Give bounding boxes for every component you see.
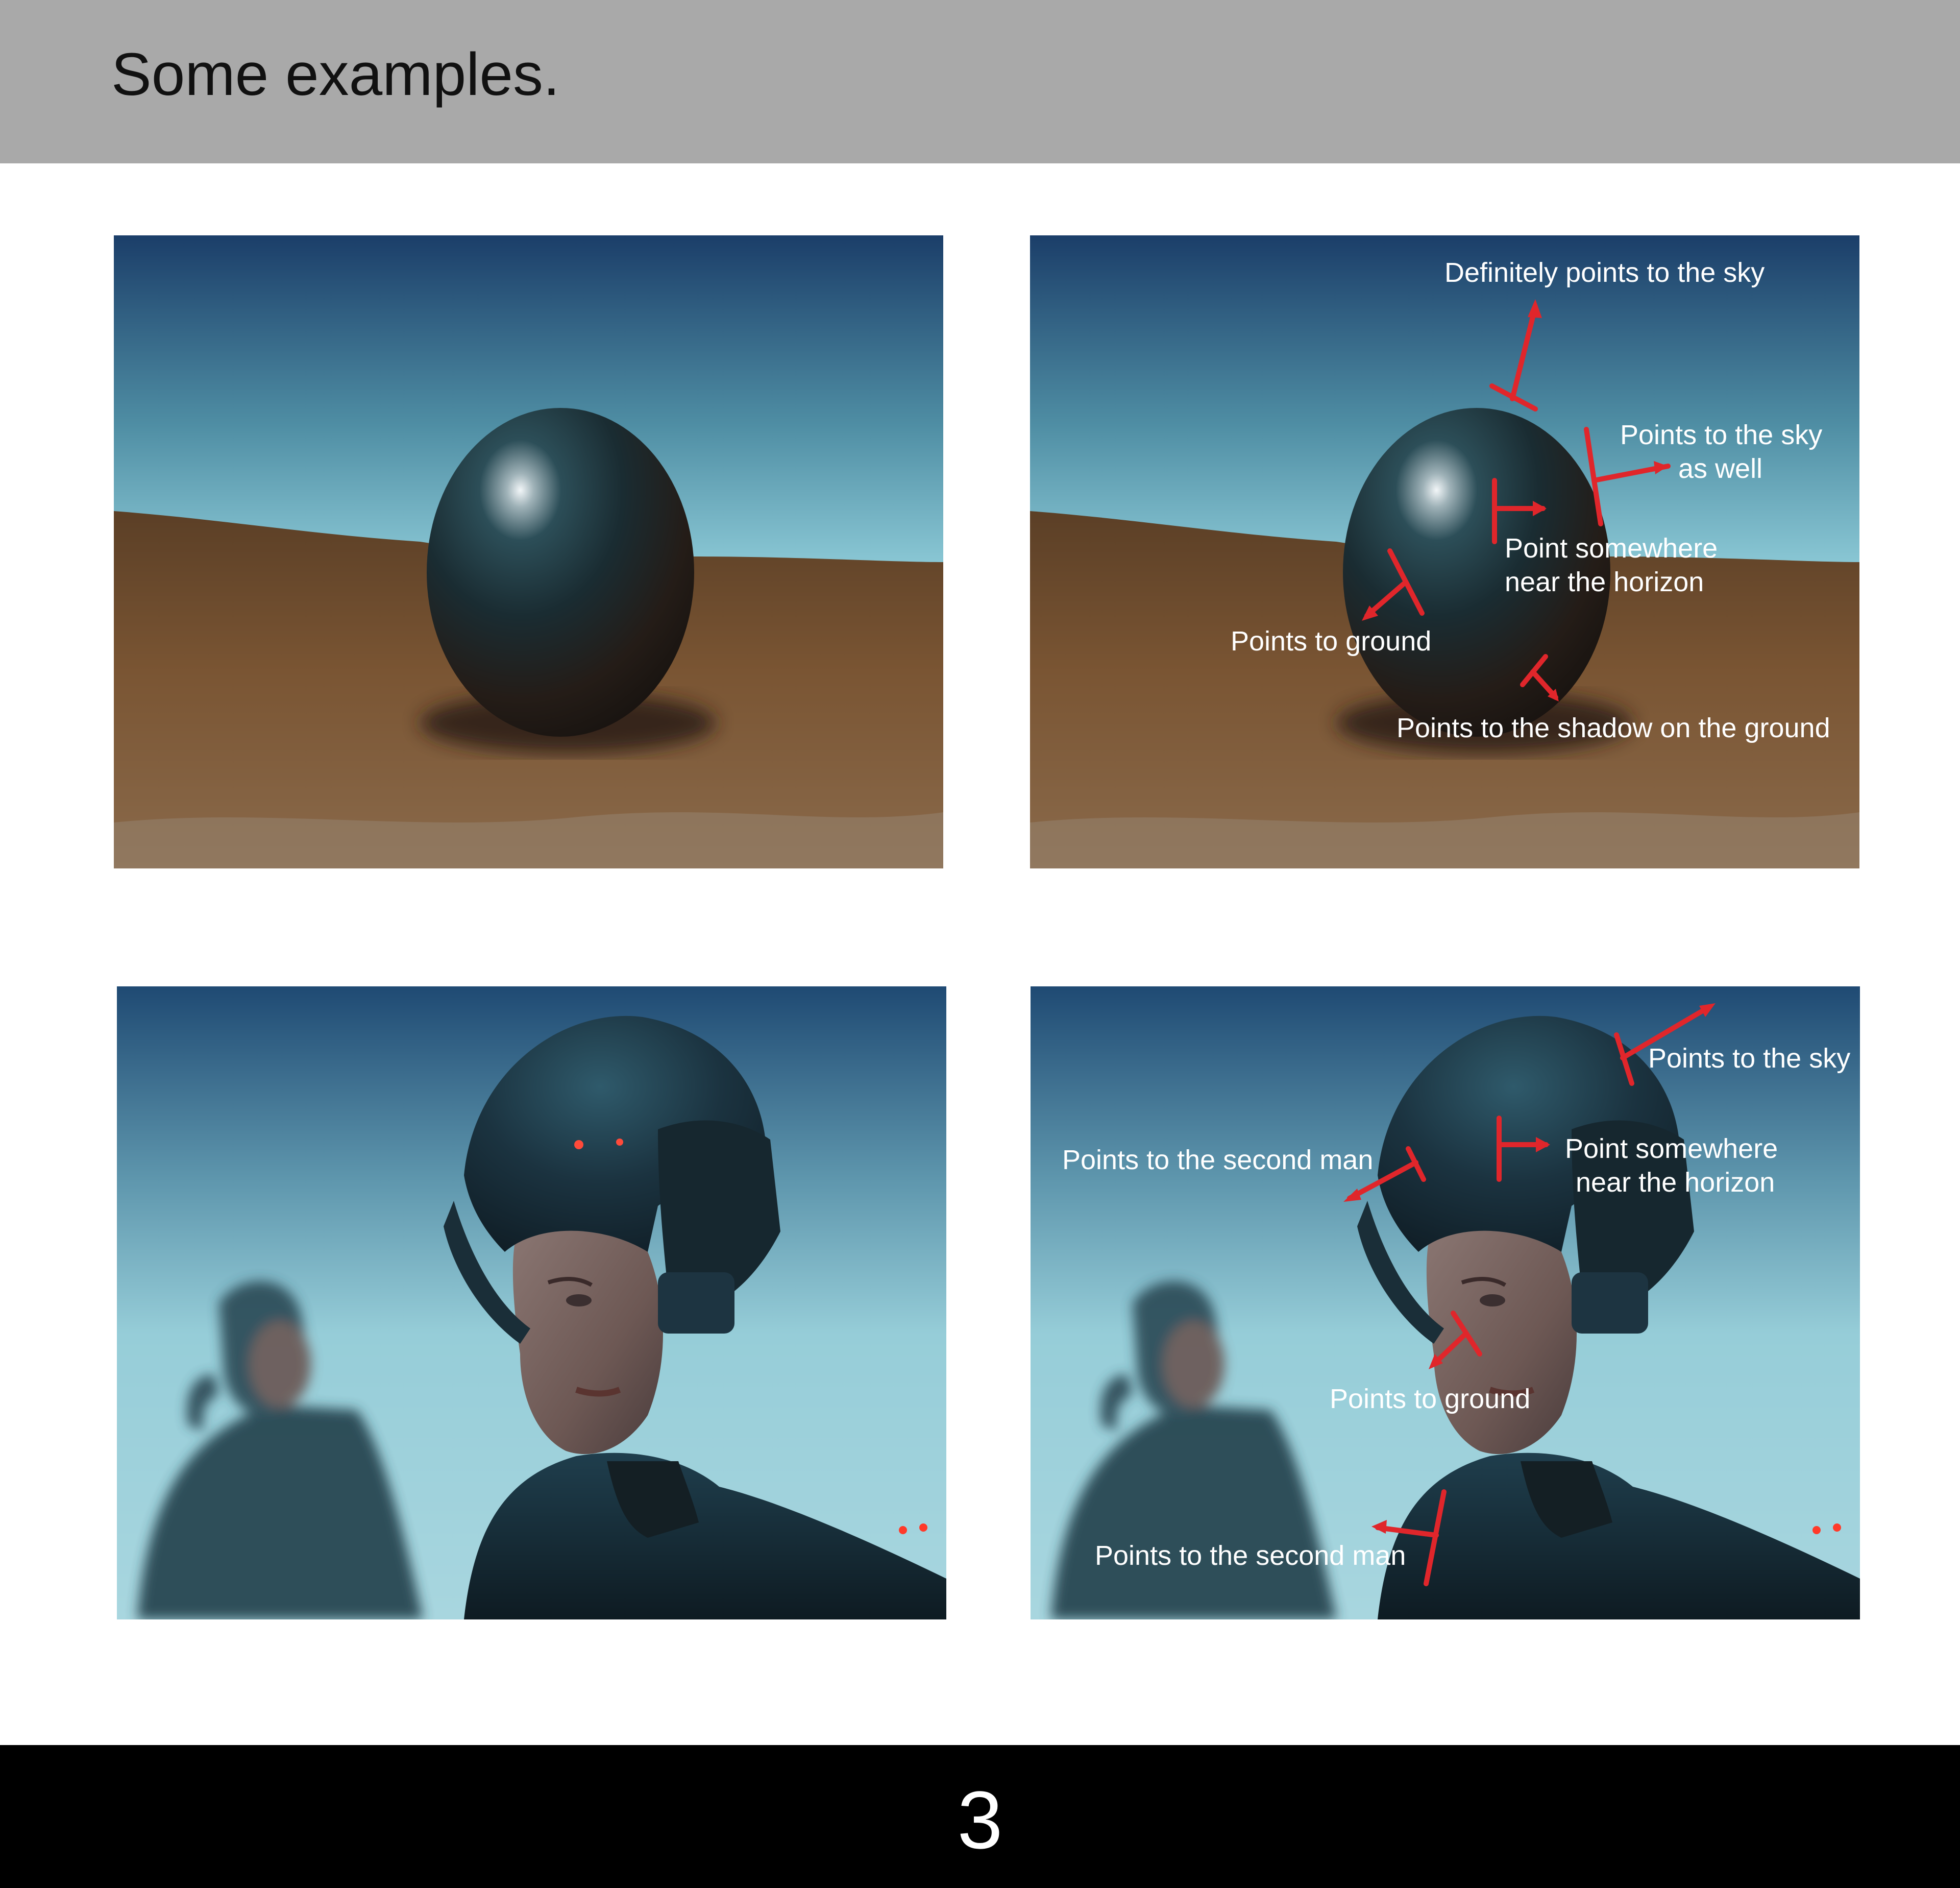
label-second-man-lower: Points to the second man [1095, 1540, 1406, 1571]
label-sky-right-line1: Points to the sky [1620, 420, 1823, 450]
soldier-scene [117, 986, 946, 1619]
page-number: 3 [957, 1774, 1003, 1866]
soldier-scene-annotated [1031, 986, 1860, 1619]
label-horizon-line1: Point somewhere [1565, 1133, 1778, 1164]
label-sky-right-line2: as well [1678, 453, 1763, 484]
page-header: Some examples. [0, 0, 1960, 163]
soldier-painting [117, 986, 946, 1619]
page-title: Some examples. [111, 41, 560, 108]
label-second-man-upper: Points to the second man [1062, 1145, 1374, 1175]
tangent-mark [1424, 1489, 1447, 1586]
normal-arrow-sky [1620, 1004, 1712, 1060]
sphere-scene [114, 235, 943, 868]
label-shadow: Points to the shadow on the ground [1396, 713, 1830, 743]
normal-arrow-sky [1510, 304, 1538, 401]
normal-arrows [1362, 299, 1671, 701]
label-sky-top: Definitely points to the sky [1444, 257, 1765, 288]
label-horizon-line2: near the horizon [1576, 1167, 1775, 1198]
label-ground: Points to ground [1231, 626, 1432, 657]
sphere-scene-annotated [1030, 235, 1859, 868]
label-horizon-line2: near the horizon [1505, 567, 1704, 597]
sphere-painting-annotated: Definitely points to the sky Points to t… [1030, 235, 1859, 868]
normal-arrows [1343, 1003, 1716, 1586]
normal-arrow-second-man [1347, 1160, 1418, 1201]
normal-arrow-second-man [1375, 1525, 1439, 1538]
label-sky: Points to the sky [1648, 1043, 1851, 1074]
label-ground: Points to ground [1330, 1384, 1531, 1414]
tangent-mark [1584, 427, 1603, 526]
sphere-painting [114, 235, 943, 868]
soldier-painting-annotated: Points to the sky Point somewhere near t… [1031, 986, 1860, 1619]
label-horizon-line1: Point somewhere [1505, 533, 1718, 564]
page-footer: 3 [0, 1745, 1960, 1888]
